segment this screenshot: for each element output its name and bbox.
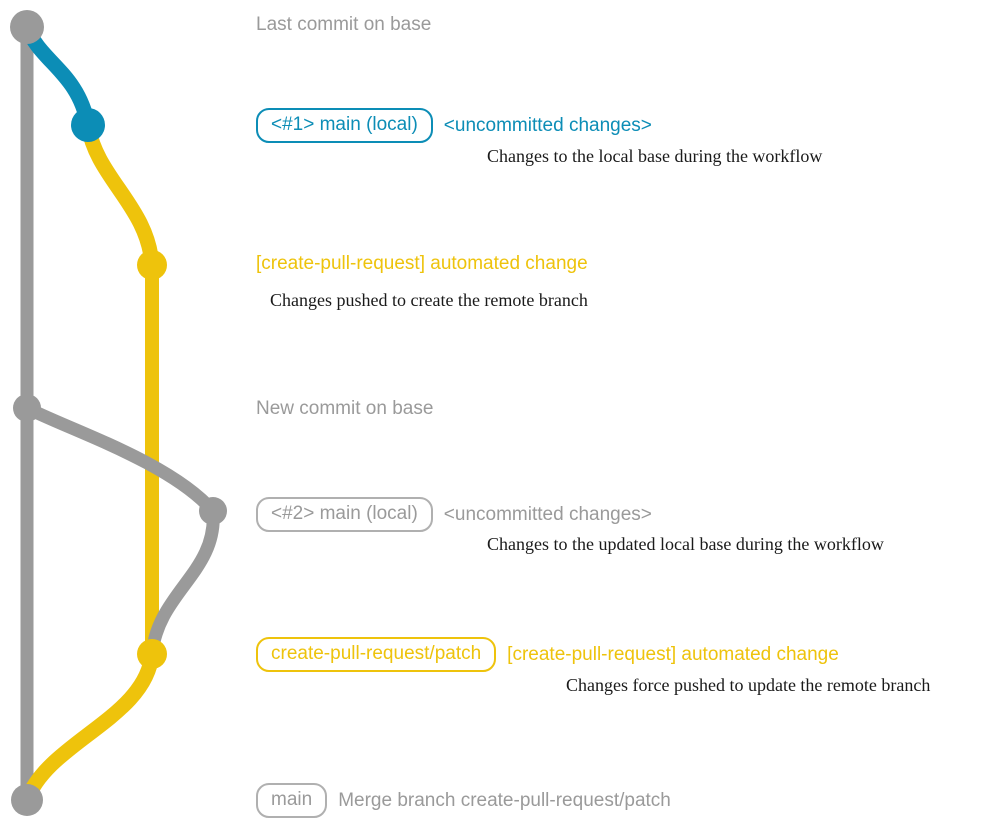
branch-badge-create-pull-request-patch[interactable]: create-pull-request/patch — [256, 637, 497, 672]
commit-subject: New commit on base — [256, 398, 434, 419]
commit-row-base-new: New commit on base — [256, 398, 433, 420]
commit-node-local-1[interactable] — [71, 108, 105, 142]
branch-badge-main[interactable]: main — [256, 783, 328, 818]
edge-patch2-to-merge — [19, 646, 160, 808]
commit-subject: Merge branch create-pull-request/patch — [338, 789, 671, 811]
commit-subject: <uncommitted changes> — [443, 503, 652, 525]
commit-row-patch-1: [create-pull-request] automated change — [256, 253, 588, 275]
graph-edges — [19, 19, 220, 808]
commit-row-base-last: Last commit on base — [256, 14, 431, 36]
commit-description-patch-1: Changes pushed to create the remote bran… — [270, 290, 588, 310]
commit-node-local-2[interactable] — [199, 497, 227, 525]
graph-nodes — [10, 10, 227, 816]
edge-base-to-local1 — [19, 19, 96, 133]
branch-badge-main-local-1[interactable]: <#1> main (local) — [256, 108, 433, 143]
commit-subject: <uncommitted changes> — [443, 114, 652, 136]
commit-description-local-2: Changes to the updated local base during… — [487, 534, 884, 554]
edge-local2-to-patch2 — [145, 504, 220, 661]
commit-subject: [create-pull-request] automated change — [256, 253, 588, 274]
commit-row-local-1: <#1> main (local) <uncommitted changes> — [256, 108, 652, 143]
commit-description-patch-2: Changes force pushed to update the remot… — [566, 675, 931, 695]
edge-local1-to-patch1 — [80, 117, 160, 273]
commit-node-base-new[interactable] — [13, 394, 41, 422]
commit-node-base-last[interactable] — [10, 10, 44, 44]
commit-description-local-1: Changes to the local base during the wor… — [487, 146, 823, 166]
branch-badge-main-local-2[interactable]: <#2> main (local) — [256, 497, 433, 532]
commit-row-base-merge: main Merge branch create-pull-request/pa… — [256, 783, 671, 818]
commit-node-base-merge[interactable] — [11, 784, 43, 816]
edge-basenew-to-local2 — [20, 401, 220, 518]
commit-row-patch-2: create-pull-request/patch [create-pull-r… — [256, 637, 839, 672]
commit-subject: Last commit on base — [256, 14, 432, 35]
commit-node-patch-2[interactable] — [137, 639, 167, 669]
commit-subject: [create-pull-request] automated change — [507, 643, 839, 665]
commit-row-local-2: <#2> main (local) <uncommitted changes> — [256, 497, 652, 532]
commit-node-patch-1[interactable] — [137, 250, 167, 280]
